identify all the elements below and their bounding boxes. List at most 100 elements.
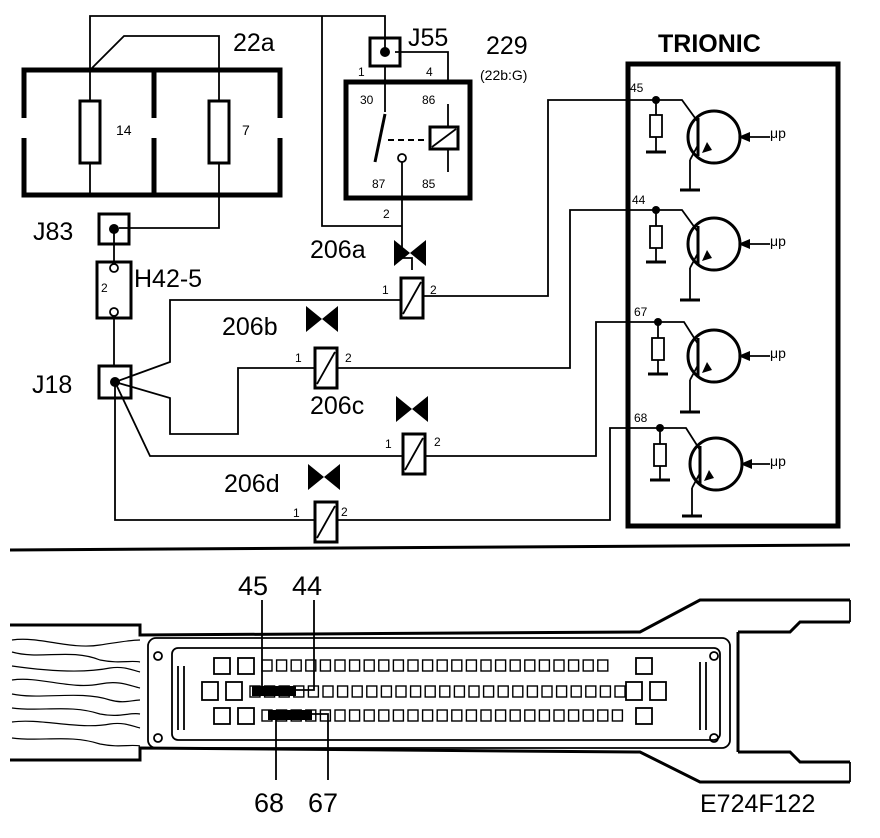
- connector-pin: [597, 659, 609, 672]
- valve-d-label: 206d: [224, 470, 280, 498]
- connector-pin: [290, 659, 302, 672]
- connector-pin: [465, 659, 478, 672]
- connector-pin: [482, 685, 495, 698]
- wire-fuse7-j83: [119, 195, 220, 229]
- valve-a-pin1: 1: [382, 283, 389, 297]
- valve-a-label: 206a: [310, 236, 366, 264]
- connector-pin-68-label: 68: [254, 788, 284, 818]
- connector-pin: [468, 685, 480, 698]
- connector-h42-5: 2 H42-5: [95, 260, 202, 320]
- ecu-pin-67-label: 67: [634, 305, 648, 319]
- connector-pin: [611, 709, 624, 722]
- valve-d-pin1: 1: [293, 506, 300, 520]
- valve-d-pin2: 2: [341, 505, 348, 519]
- fuse-box-label: 22a: [233, 29, 275, 57]
- connector-pin-45-label: 45: [238, 571, 268, 601]
- connector-pin: [451, 659, 463, 672]
- ecu-pin-45-label: 45: [630, 81, 644, 95]
- connector-pin: [334, 659, 346, 672]
- valve-206b: 206b 1 2: [222, 306, 352, 390]
- connector-pin: [378, 709, 390, 722]
- connector-pin: [275, 659, 288, 672]
- connector-pin: [509, 659, 521, 672]
- connector-pin: [494, 659, 507, 672]
- valve-c-label: 206c: [310, 392, 364, 420]
- connector-pin: [395, 685, 407, 698]
- fuse-14-label: 14: [116, 122, 132, 138]
- driver-stage-68: 68 μp: [634, 411, 786, 518]
- connector-pin: [555, 685, 568, 698]
- relay-pin-2-label: 2: [383, 207, 390, 221]
- relay-pin-4-label: 4: [426, 65, 433, 79]
- connector-pin: [439, 685, 451, 698]
- j55-label: J55: [408, 24, 448, 52]
- connector-pin: [582, 709, 594, 722]
- connector-j83: J83: [33, 212, 131, 246]
- connector-pin: [541, 685, 553, 698]
- wiring-j18-valves: [114, 299, 403, 521]
- wiring-valves-trionic: [337, 99, 660, 521]
- valve-c-pin2: 2: [434, 435, 441, 449]
- connector-j18: J18: [32, 364, 133, 400]
- connector-pin: [436, 659, 448, 672]
- connector-pin: [451, 709, 463, 722]
- ecu-pin-44-label: 44: [632, 193, 646, 207]
- valve-a-pin2: 2: [430, 283, 437, 297]
- connector-pin: [526, 685, 539, 698]
- figure-code: E724F122: [700, 790, 815, 818]
- connector-pin: [392, 709, 405, 722]
- connector-pin: [538, 709, 551, 722]
- connector-pin: [336, 685, 349, 698]
- connector-pin: [334, 709, 346, 722]
- valve-206c: 206c 1 2: [310, 392, 441, 476]
- connector-pin: [319, 709, 332, 722]
- trionic-ecu: TRIONIC: [625, 30, 841, 529]
- driver-stage-45: 45 μp: [630, 81, 786, 192]
- driver-stage-67: 67 μp: [634, 305, 786, 414]
- fuse-box-22a: 22a 14 7: [20, 29, 284, 198]
- valve-b-label: 206b: [222, 313, 278, 341]
- j83-label: J83: [33, 218, 73, 246]
- connector-pin: [407, 709, 419, 722]
- connector-pin: [380, 685, 393, 698]
- ecu-connector-view: 45 44 68 67: [10, 571, 851, 818]
- valve-b-pin1: 1: [295, 351, 302, 365]
- driver-stage-44: 44 μp: [632, 193, 786, 302]
- fuse-7: [207, 99, 231, 165]
- connector-pin: [378, 659, 390, 672]
- connector-pin: [421, 659, 434, 672]
- relay-pin-87-label: 87: [372, 177, 386, 191]
- connector-pin: [512, 685, 524, 698]
- connector-pin: [553, 709, 565, 722]
- connector-pin: [570, 685, 582, 698]
- h42-label: H42-5: [134, 265, 202, 293]
- connector-pin: [465, 709, 478, 722]
- valve-b-pin2: 2: [345, 351, 352, 365]
- connector-pin: [363, 709, 375, 722]
- connector-pin: [538, 659, 551, 672]
- connector-pin: [424, 685, 436, 698]
- h42-pin-label: 2: [101, 281, 108, 295]
- section-divider: [9, 543, 851, 552]
- mu-p-label-2: μp: [770, 233, 786, 249]
- ecu-pin-68-label: 68: [634, 411, 648, 425]
- connector-pin: [567, 659, 580, 672]
- connector-pin: [366, 685, 378, 698]
- connector-pin: [597, 709, 609, 722]
- valve-206a: 206a 1 2: [310, 236, 437, 320]
- connector-pin: [319, 659, 332, 672]
- connector-pin: [261, 659, 273, 672]
- connector-pin: [524, 659, 536, 672]
- mu-p-label-4: μp: [770, 453, 786, 469]
- relay-pin-86-label: 86: [422, 93, 436, 107]
- relay-id-label: 229: [486, 32, 528, 60]
- connector-pin: [351, 685, 363, 698]
- connector-pin: [585, 685, 597, 698]
- connector-pin: [614, 685, 626, 698]
- connector-pin: [553, 659, 565, 672]
- valve-206d: 206d 1 2: [224, 464, 348, 544]
- mu-p-label-3: μp: [770, 345, 786, 361]
- relay-pin-30-label: 30: [360, 93, 374, 107]
- connector-pin: [407, 659, 419, 672]
